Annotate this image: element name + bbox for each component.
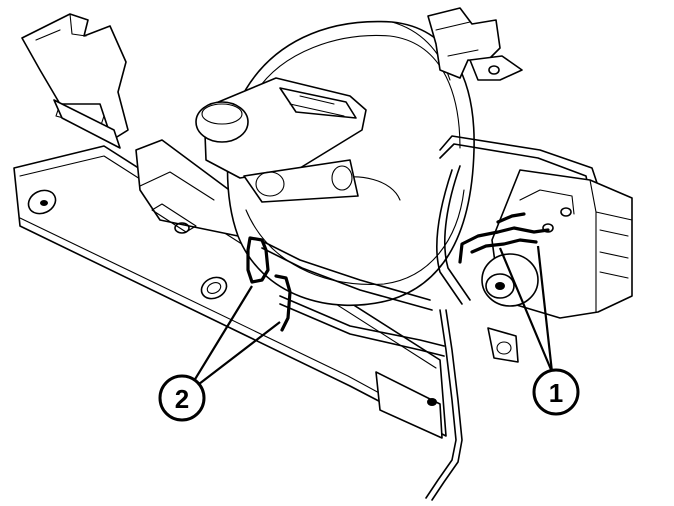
frame-rail [13,145,447,439]
left-mounting-bracket [21,13,129,149]
callout-2: 2 [158,374,206,422]
upper-right-bracket [427,7,523,81]
callout-1-label: 1 [549,378,563,408]
clip-2-bold [246,236,292,332]
leader-lines [185,245,554,395]
abs-hydraulic-unit [481,169,633,363]
front-bracket [135,139,241,237]
callout-2-label: 2 [175,384,189,414]
callout-1: 1 [532,368,580,416]
clip-1-bold [458,212,550,264]
master-cylinder [195,77,367,203]
